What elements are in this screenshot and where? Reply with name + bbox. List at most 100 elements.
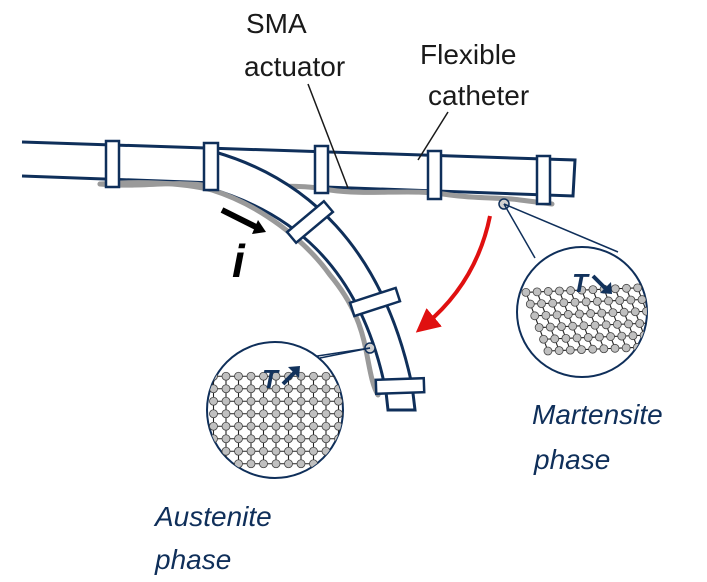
lattice-atom [259, 446, 268, 456]
clamp-bent-3 [374, 376, 426, 396]
lattice-atom [532, 287, 542, 297]
lattice-atom [296, 421, 306, 431]
arrow-down-right-icon [591, 274, 612, 294]
lattice-atom [209, 446, 218, 456]
lattice-atom [296, 446, 306, 456]
lattice-atom [296, 384, 306, 394]
lattice-atom [284, 459, 293, 469]
clamp-straight-1 [104, 139, 121, 189]
martensite-temperature-symbol: T [572, 268, 590, 298]
lattice-atom [234, 421, 243, 431]
lattice-atom [271, 434, 281, 444]
lattice-atom [334, 459, 343, 469]
lattice-atom [271, 371, 281, 381]
lattice-atom [309, 434, 318, 444]
lattice-atom [284, 434, 293, 444]
lattice-atom [656, 342, 664, 350]
lattice-atom [541, 310, 551, 320]
lattice-atom [579, 321, 589, 331]
lattice-atom [610, 343, 620, 353]
lattice-atom [321, 371, 331, 381]
sma-label-line1: SMA [246, 8, 307, 39]
lattice-atom [572, 333, 582, 343]
lattice-atom [246, 384, 256, 394]
lattice-atom [259, 371, 268, 381]
lattice-atom [633, 283, 643, 293]
lattice-atom [637, 295, 647, 304]
lattice-atom [271, 459, 281, 469]
lattice-atom [557, 322, 566, 332]
lattice-atom [525, 299, 535, 309]
lattice-atom [209, 409, 218, 419]
lattice-atom [271, 446, 281, 456]
lattice-atom [577, 285, 587, 295]
lattice-atom [259, 384, 268, 394]
lattice-atom [321, 409, 331, 419]
lattice-atom [209, 421, 218, 431]
lattice-atom [649, 295, 657, 303]
lattice-atom [577, 345, 586, 355]
lattice-atom [284, 409, 293, 419]
lattice-atom [221, 396, 231, 406]
lattice-atom [568, 321, 578, 331]
lattice-atom [592, 296, 602, 306]
lattice-atom [234, 384, 243, 394]
lattice-atom [570, 297, 580, 307]
lattice-atom [595, 332, 604, 342]
lattice-atom [586, 309, 595, 318]
clamp-straight-4 [426, 149, 443, 201]
lattice-atom [321, 446, 331, 456]
lattice-atom [246, 434, 256, 444]
lattice-atom [539, 334, 548, 344]
clamp-bent-2 [348, 286, 402, 318]
lattice-atom [321, 459, 331, 469]
lattice-atom [309, 384, 318, 394]
lattice-atom [234, 396, 243, 406]
lattice-atom [644, 283, 647, 292]
lattice-atom [259, 409, 268, 419]
lattice-atom [309, 409, 318, 419]
lattice-atom [221, 384, 231, 394]
lattice-atom [619, 307, 629, 317]
lattice-atom [588, 344, 598, 354]
martensite-temperature: T [572, 268, 612, 298]
lattice-atom [667, 342, 675, 350]
lattice-atom [550, 334, 560, 344]
lattice-atom [284, 421, 293, 431]
austenite-label-line1: Austenite [153, 501, 272, 532]
lattice-atom [565, 345, 575, 355]
lattice-atom [221, 434, 231, 444]
lattice-atom [615, 296, 625, 305]
lattice-atom [575, 309, 584, 319]
lattice-atom [259, 396, 268, 406]
lattice-atom [296, 409, 306, 419]
lattice-atom [296, 396, 306, 406]
lattice-atom [234, 434, 243, 444]
lattice-atom [334, 396, 343, 406]
lattice-atom [321, 434, 331, 444]
lattice-atom [563, 310, 573, 319]
lattice-atom [296, 434, 306, 444]
lattice-atom [234, 409, 243, 419]
lattice-atom [644, 342, 647, 352]
lattice-atom [246, 409, 256, 419]
clamp-bent-1 [285, 199, 335, 245]
lattice-atom [555, 286, 564, 296]
lattice-atom [221, 421, 231, 431]
lattice-atom [626, 295, 636, 305]
lattice-atom [597, 308, 607, 318]
lattice-atom [221, 371, 231, 381]
martensite-zoom-circle [516, 246, 675, 378]
lattice-atom [617, 331, 627, 341]
lattice-atom [296, 459, 306, 469]
lattice-atom [608, 308, 618, 318]
lattice-atom [221, 446, 231, 456]
lattice-atom [271, 421, 281, 431]
lattice-atom [624, 319, 633, 329]
lattice-atom [284, 384, 293, 394]
martensite-label-line1: Martensite [532, 399, 663, 430]
sma-wire-bent [97, 180, 381, 398]
lattice-atom [621, 343, 631, 353]
lattice-atom [599, 344, 609, 354]
